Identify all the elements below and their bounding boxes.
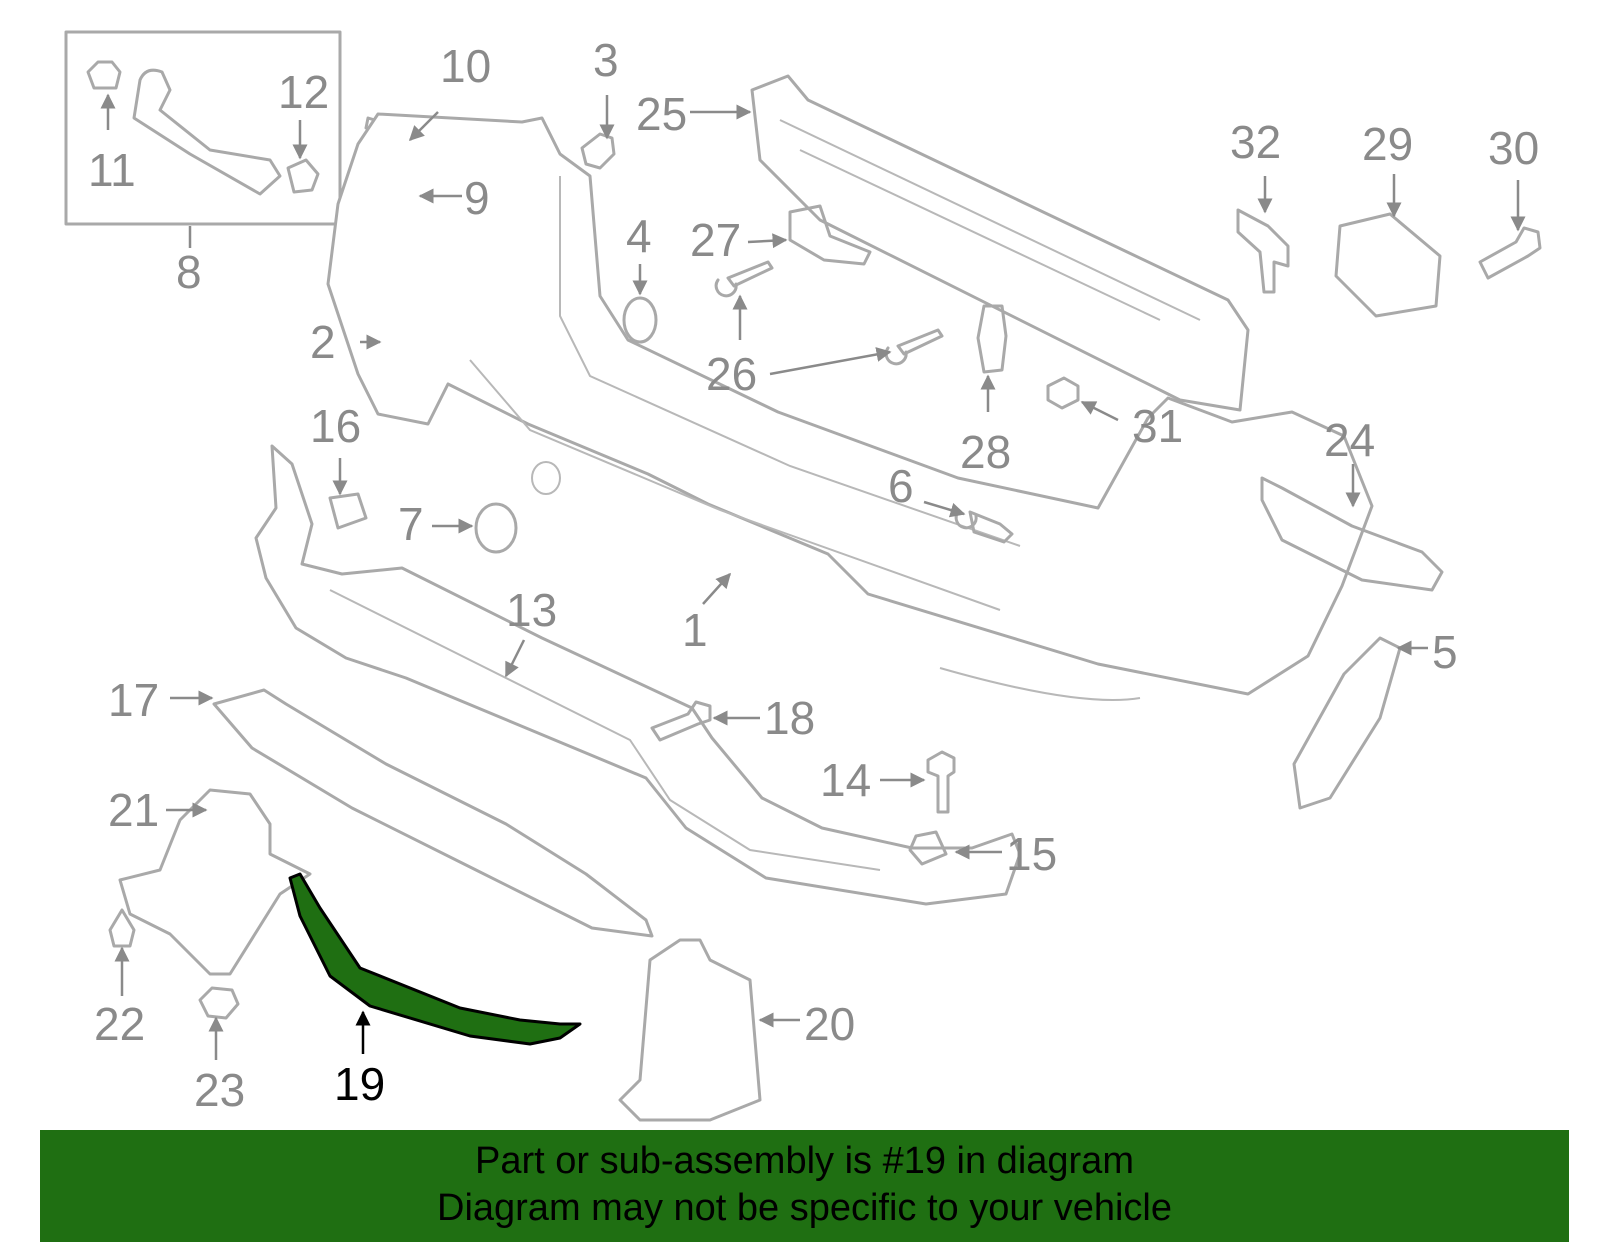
callout-15: 15 <box>1006 828 1057 880</box>
callout-24: 24 <box>1324 414 1375 466</box>
callout-31: 31 <box>1132 400 1183 452</box>
callout-18: 18 <box>764 692 815 744</box>
part-17-skid-plate <box>212 688 654 938</box>
part-28-bracket <box>976 304 1008 374</box>
callout-13: 13 <box>506 584 557 636</box>
callout-17: 17 <box>108 674 159 726</box>
callout-9: 9 <box>464 172 490 224</box>
callout-16: 16 <box>310 400 361 452</box>
callout-32: 32 <box>1230 116 1281 168</box>
callout-28: 28 <box>960 426 1011 478</box>
callout-22: 22 <box>94 998 145 1050</box>
callout-7: 7 <box>398 498 424 550</box>
part-23-nut <box>198 986 240 1020</box>
callout-3: 3 <box>593 34 619 86</box>
part-20-deflector <box>618 938 762 1122</box>
part-3-grommet <box>580 132 616 170</box>
part-27-bracket <box>788 204 872 266</box>
callout-8: 8 <box>176 246 202 298</box>
part-13-lower-valance <box>254 444 1022 906</box>
part-31-nut <box>1046 376 1080 410</box>
part-26-screw-a <box>714 260 774 298</box>
callout-30: 30 <box>1488 122 1539 174</box>
part-18-bolt <box>650 700 712 742</box>
part-25-reinforcement <box>750 74 1250 412</box>
part-7-plug <box>474 502 518 554</box>
callout-23: 23 <box>194 1064 245 1116</box>
part-29-sensor-bracket <box>1334 212 1442 318</box>
callout-20: 20 <box>804 998 855 1050</box>
callout-27: 27 <box>690 214 741 266</box>
callout-4: 4 <box>626 210 652 262</box>
callout-12: 12 <box>278 66 329 118</box>
callout-labels: 1 2 3 4 5 6 7 8 9 10 11 12 13 14 15 16 1… <box>88 34 1539 1116</box>
part-15-clip <box>908 830 948 866</box>
part-30-bolt <box>1478 226 1542 280</box>
callout-1: 1 <box>682 604 708 656</box>
callout-29: 29 <box>1362 118 1413 170</box>
part-21-bracket <box>118 788 312 976</box>
part-24-reflector <box>1260 476 1444 592</box>
part-19-highlighted <box>288 872 582 1046</box>
callout-2: 2 <box>310 316 336 368</box>
part-16-clip <box>328 492 368 530</box>
part-12-clip <box>286 158 320 194</box>
leader-lines <box>114 95 1526 1060</box>
callout-26: 26 <box>706 348 757 400</box>
part-11-nut <box>86 60 122 90</box>
banner-line-2: Diagram may not be specific to your vehi… <box>437 1187 1172 1229</box>
callout-6: 6 <box>888 460 914 512</box>
part-8-bracket <box>132 68 282 196</box>
part-32-bracket <box>1236 208 1290 294</box>
callout-11: 11 <box>88 144 136 196</box>
callout-5: 5 <box>1432 626 1458 678</box>
part-26-screw-b <box>884 328 944 366</box>
part-5-side-trim <box>1292 636 1402 810</box>
info-banner: Part or sub-assembly is #19 in diagram D… <box>40 1130 1569 1242</box>
callout-10: 10 <box>440 40 491 92</box>
part-8-group <box>64 30 342 248</box>
parts-diagram: 1 2 3 4 5 6 7 8 9 10 11 12 13 14 15 16 1… <box>64 30 1542 1122</box>
part-14-bolt <box>926 750 956 814</box>
part-8-box <box>64 30 342 226</box>
part-4-ring <box>622 296 658 344</box>
part-22-pin <box>108 908 136 948</box>
part-1-bumper-cover <box>326 112 1374 696</box>
banner-line-1: Part or sub-assembly is #19 in diagram <box>475 1140 1134 1182</box>
callout-25: 25 <box>636 88 687 140</box>
callout-14: 14 <box>820 754 871 806</box>
callout-19: 19 <box>334 1058 385 1110</box>
callout-21: 21 <box>108 784 159 836</box>
